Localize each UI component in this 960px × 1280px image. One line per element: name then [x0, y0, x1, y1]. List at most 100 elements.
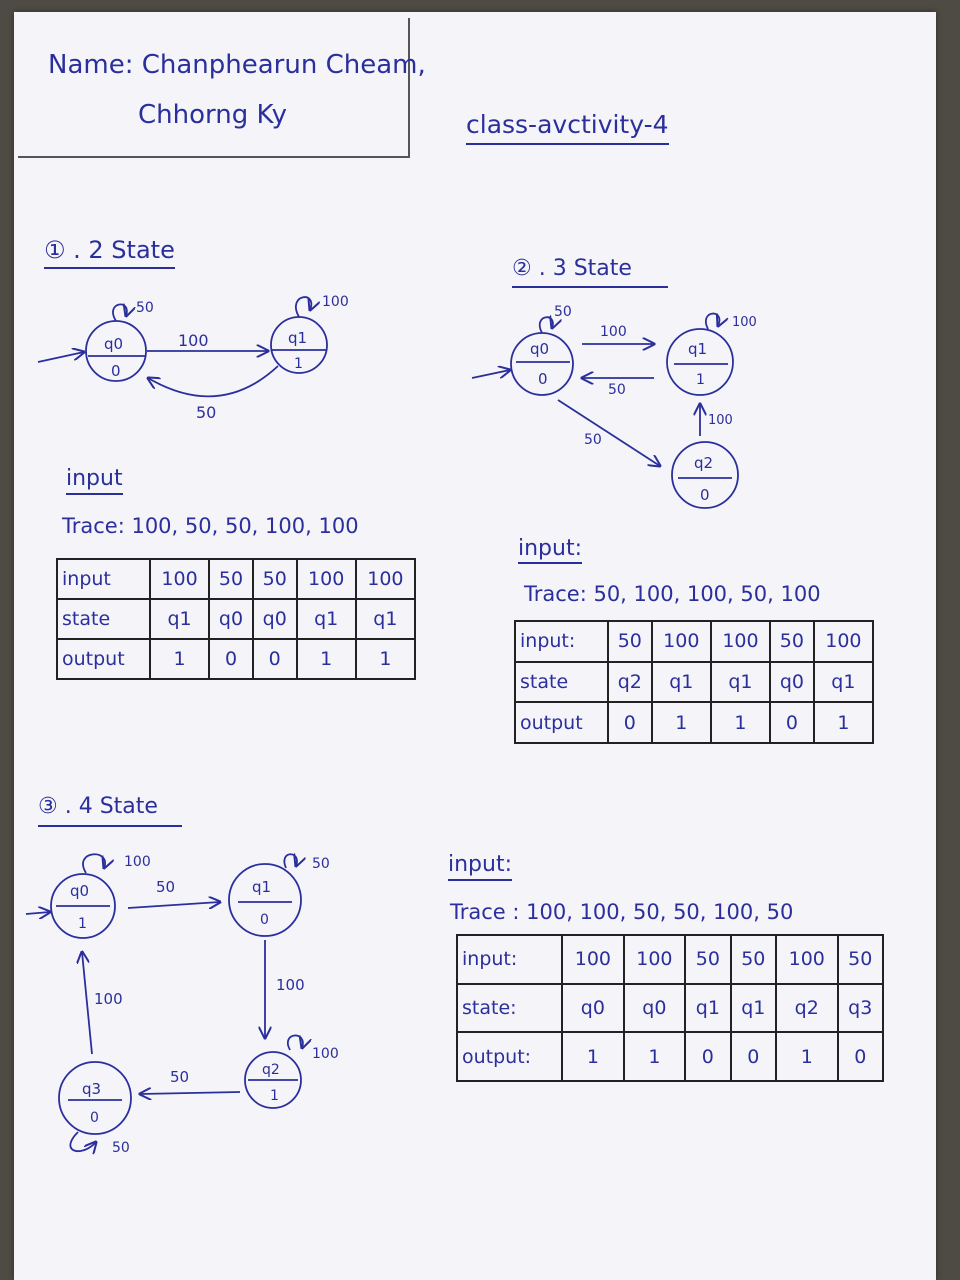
s1-q0-name: q0	[104, 335, 123, 353]
s1-label-q1-q0: 50	[196, 403, 216, 422]
table-cell: 50	[208, 558, 254, 600]
s3-label-q3-q0: 100	[94, 990, 123, 1008]
table-cell: 100	[354, 558, 417, 600]
table-row: output: 1 1 0 0 1 0	[455, 1031, 884, 1082]
table-cell: q0	[561, 982, 625, 1034]
table-row: input: 50 100 100 50 100	[514, 620, 875, 663]
name-box	[18, 18, 410, 158]
table-row: input: 100 100 50 50 100 50	[455, 934, 884, 985]
section1-trace: Trace: 100, 50, 50, 100, 100	[62, 514, 359, 538]
table-row: output 0 1 1 0 1	[514, 701, 875, 744]
table-cell: 100	[561, 934, 625, 985]
section1-input-label: input	[66, 466, 123, 495]
table-cell: 50	[684, 934, 732, 985]
s1-label-loop-q1: 100	[322, 294, 349, 310]
table-cell: q1	[354, 598, 417, 640]
s1-start-arrow	[37, 352, 84, 363]
section3-state-diagram: q0 1 q1 0 q2 1 q3 0 100 50 50 100 100 50…	[25, 840, 339, 1156]
table-cell: 0	[208, 638, 254, 680]
table-cell: 100	[650, 620, 712, 663]
table-cell: 1	[295, 638, 357, 680]
s1-label-loop-q0: 50	[136, 300, 154, 316]
table-cell: 1	[775, 1031, 839, 1082]
table-row: state: q0 q0 q1 q1 q2 q3	[455, 982, 884, 1034]
table-cell: 100	[622, 934, 687, 985]
table-cell: 50	[729, 934, 778, 985]
s2-loop-q1	[705, 312, 720, 330]
section2-trace: Trace: 50, 100, 100, 50, 100	[524, 582, 821, 606]
s2-label-q0-q1: 100	[600, 324, 627, 340]
table-cell: state:	[455, 982, 564, 1034]
section1-trace-table: input 100 50 50 100 100 state q1 q0 q0 q…	[56, 558, 417, 680]
table-cell: q0	[769, 660, 815, 704]
s2-q1-name: q1	[688, 340, 707, 358]
table-cell: 0	[251, 638, 298, 680]
table-cell: 100	[295, 558, 357, 600]
table-cell: state	[56, 598, 151, 640]
s1-q1-name: q1	[288, 329, 307, 347]
section2-trace-table: input: 50 100 100 50 100 state q2 q1 q1 …	[514, 620, 875, 744]
s2-q2-output: 0	[700, 486, 710, 504]
s3-start-arrow	[25, 912, 50, 914]
table-cell: q1	[684, 982, 732, 1034]
s2-label-loop-q0: 50	[554, 304, 572, 320]
s3-loop-q0	[82, 853, 105, 874]
s2-state-q2-circle	[671, 441, 739, 509]
s3-q1-name: q1	[252, 878, 271, 896]
s3-edge-q0-q1	[127, 902, 220, 908]
table-cell: q2	[775, 982, 839, 1034]
s3-loop-q1	[283, 854, 297, 868]
table-row: state q1 q0 q0 q1 q1	[56, 598, 417, 640]
s2-state-q1-circle	[666, 328, 734, 396]
s2-q0-output: 0	[538, 370, 548, 388]
s3-label-loop-q1: 50	[312, 856, 330, 872]
s3-state-q1-circle	[228, 863, 302, 937]
s3-q3-output: 0	[90, 1110, 99, 1126]
table-cell: q1	[650, 660, 712, 704]
table-cell: q0	[622, 982, 687, 1034]
s2-label-loop-q1: 100	[732, 315, 757, 330]
s3-edge-q3-q0	[82, 952, 93, 1055]
table-cell: 1	[561, 1031, 625, 1082]
table-cell: 50	[251, 558, 298, 600]
s3-q2-name: q2	[262, 1062, 280, 1078]
section3-input-label: input:	[448, 852, 513, 881]
table-cell: output	[56, 638, 151, 680]
table-cell: 0	[836, 1031, 884, 1082]
table-cell: 1	[709, 701, 772, 744]
table-cell: 0	[729, 1031, 778, 1082]
table-cell: output:	[455, 1031, 564, 1082]
section3-heading: ③ . 4 State	[38, 794, 182, 827]
table-cell: q0	[251, 598, 298, 640]
table-cell: q1	[729, 982, 778, 1034]
s2-q1-output: 1	[696, 372, 705, 388]
table-cell: output	[514, 701, 609, 744]
s3-q3-name: q3	[82, 1080, 101, 1098]
table-cell: 1	[148, 638, 211, 680]
name-line-1: Name: Chanphearun Cheam,	[48, 50, 426, 80]
table-cell: 1	[812, 701, 875, 744]
table-cell: 50	[606, 620, 653, 663]
s3-label-loop-q3: 50	[112, 1140, 130, 1156]
s2-loop-q0	[539, 317, 553, 334]
table-cell: input:	[514, 620, 609, 663]
table-cell: 0	[606, 701, 653, 744]
table-cell: 1	[622, 1031, 687, 1082]
s2-label-q0-q2: 50	[584, 432, 602, 448]
table-cell: input:	[455, 934, 564, 985]
s1-q0-output: 0	[111, 362, 121, 380]
s3-label-q1-q2: 100	[276, 976, 305, 994]
page-title: class-avctivity-4	[466, 110, 669, 145]
s3-label-q2-q3: 50	[170, 1068, 189, 1086]
s3-label-loop-q0: 100	[124, 854, 151, 870]
table-cell: q0	[208, 598, 254, 640]
s2-edge-q0-q2	[557, 399, 660, 466]
section3-trace: Trace : 100, 100, 50, 50, 100, 50	[450, 900, 794, 924]
section3-trace-table: input: 100 100 50 50 100 50 state: q0 q0…	[455, 934, 884, 1082]
table-cell: 0	[684, 1031, 732, 1082]
table-cell: q1	[295, 598, 357, 640]
table-cell: 100	[709, 620, 772, 663]
table-cell: state	[514, 660, 609, 704]
s1-edge-q1-q0	[148, 365, 279, 398]
table-row: state q2 q1 q1 q0 q1	[514, 660, 875, 704]
